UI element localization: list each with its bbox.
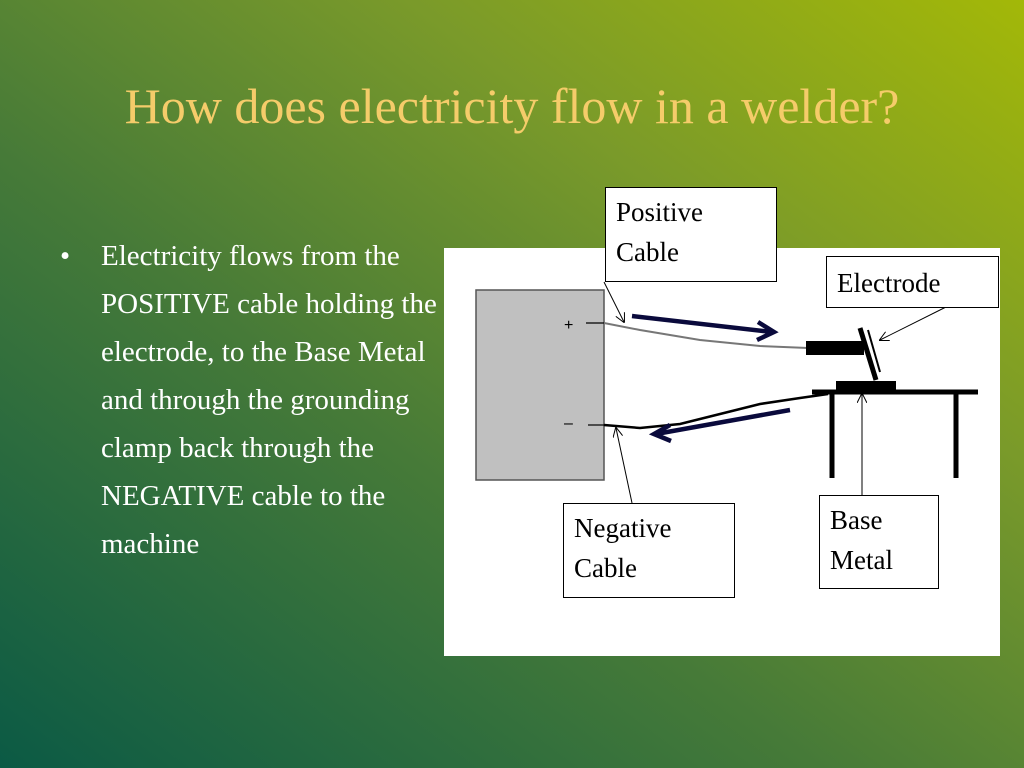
bullet-item: • Electricity flows from the POSITIVE ca…	[60, 232, 450, 568]
base-metal-label: Base Metal	[819, 495, 939, 589]
bullet-text: Electricity flows from the POSITIVE cabl…	[101, 240, 437, 560]
base-metal-plate	[836, 381, 896, 390]
negative-cable-label: Negative Cable	[563, 503, 735, 598]
negative-cable-wire	[603, 392, 829, 430]
slide-title: How does electricity flow in a welder?	[124, 78, 900, 134]
electrode-label: Electrode	[826, 256, 999, 308]
positive-cable-wire	[603, 322, 809, 349]
welding-machine	[475, 289, 605, 481]
electrode-rod-icon	[857, 327, 879, 381]
positive-cable-label: Positive Cable	[605, 187, 777, 282]
current-flow-arrowhead-negative-icon	[648, 423, 672, 444]
current-flow-arrow-positive	[631, 313, 773, 335]
bullet-dot-icon: •	[60, 240, 71, 272]
negative-terminal-icon: –	[564, 415, 573, 432]
positive-terminal-icon: +	[564, 317, 573, 334]
electrode-tip-icon	[867, 329, 881, 373]
electrode-leader	[880, 306, 947, 340]
current-flow-arrowhead-positive-icon	[756, 320, 779, 343]
bullet-list: • Electricity flows from the POSITIVE ca…	[60, 232, 450, 568]
current-flow-arrow-negative	[655, 407, 791, 437]
positive-cable-leader	[603, 281, 624, 322]
electrode-holder	[806, 341, 864, 355]
negative-cable-leader	[616, 428, 633, 504]
